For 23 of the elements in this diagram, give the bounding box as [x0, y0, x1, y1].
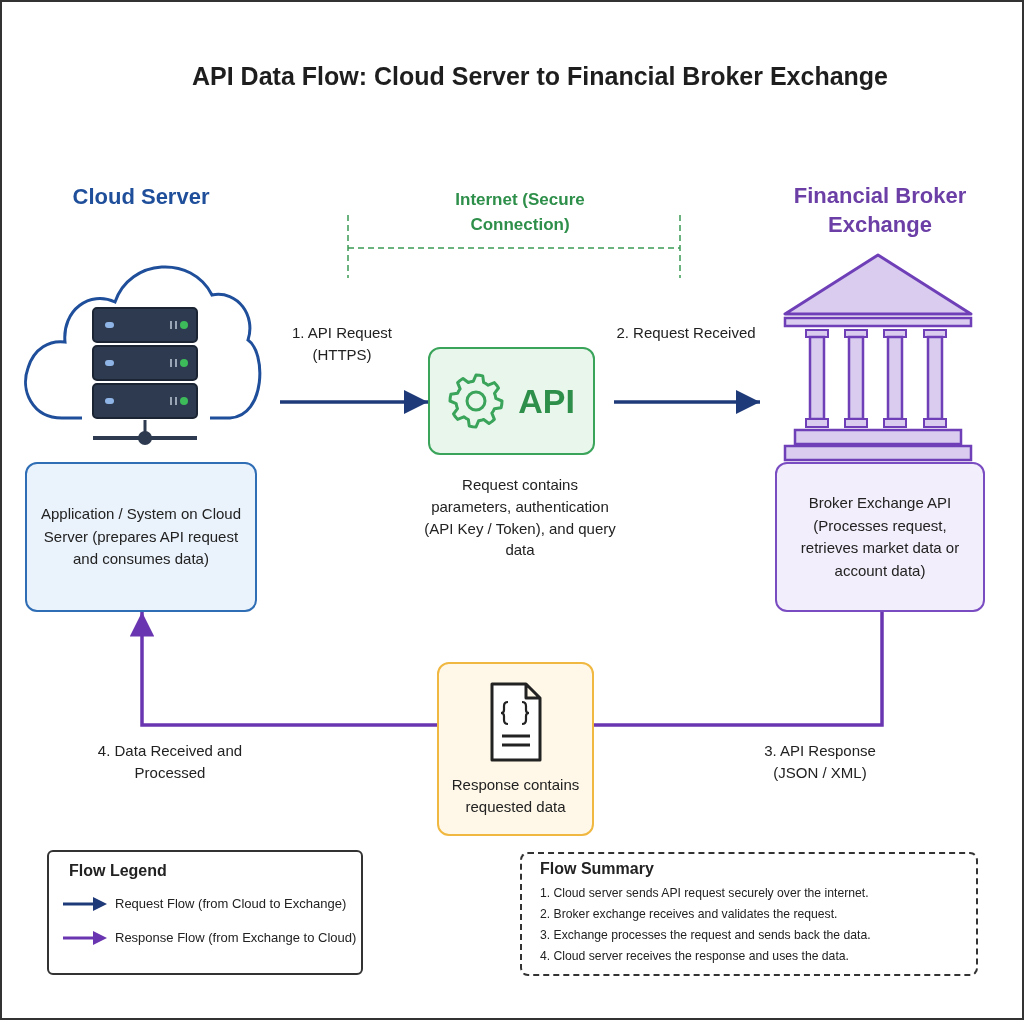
arrow [614, 389, 760, 415]
legend-title: Flow Legend [69, 862, 167, 880]
summary-title: Flow Summary [540, 860, 654, 878]
summary-item: 4. Cloud server receives the response and uses the data. [540, 949, 849, 963]
process-box: Application / System on Cloud Server (prepares API request and consumes data) [25, 462, 257, 612]
response-box [437, 662, 594, 836]
node-caption: Request contains parameters, authentication (API Key / Token), and query data [423, 475, 617, 561]
diagram-title: API Data Flow: Cloud Server to Financial Broker Exchange [191, 62, 889, 91]
legend-text: Request Flow (from Cloud to Exchange) [115, 896, 347, 911]
arrow [129, 612, 437, 727]
network-label: Internet (Secure Connection) [454, 189, 586, 236]
summary-item: 1. Cloud server sends API request securely over the internet. [540, 886, 869, 900]
process-box: Broker Exchange API (Processes request, retrieves market data or account data) [775, 462, 985, 612]
legend-text: Response Flow (from Exchange to Cloud) [115, 930, 357, 945]
summary-item: 2. Broker exchange receives and validates the request. [540, 907, 838, 921]
api-label: API [518, 380, 575, 422]
section-heading: Cloud Server [71, 184, 211, 210]
connector-line [594, 612, 884, 727]
section-heading: Financial Broker Exchange [792, 182, 968, 239]
arrow [280, 389, 428, 415]
api-box [428, 347, 595, 455]
summary-item: 3. Exchange processes the request and sends back the data. [540, 928, 871, 942]
box-text: Response contains requested data [450, 775, 581, 817]
